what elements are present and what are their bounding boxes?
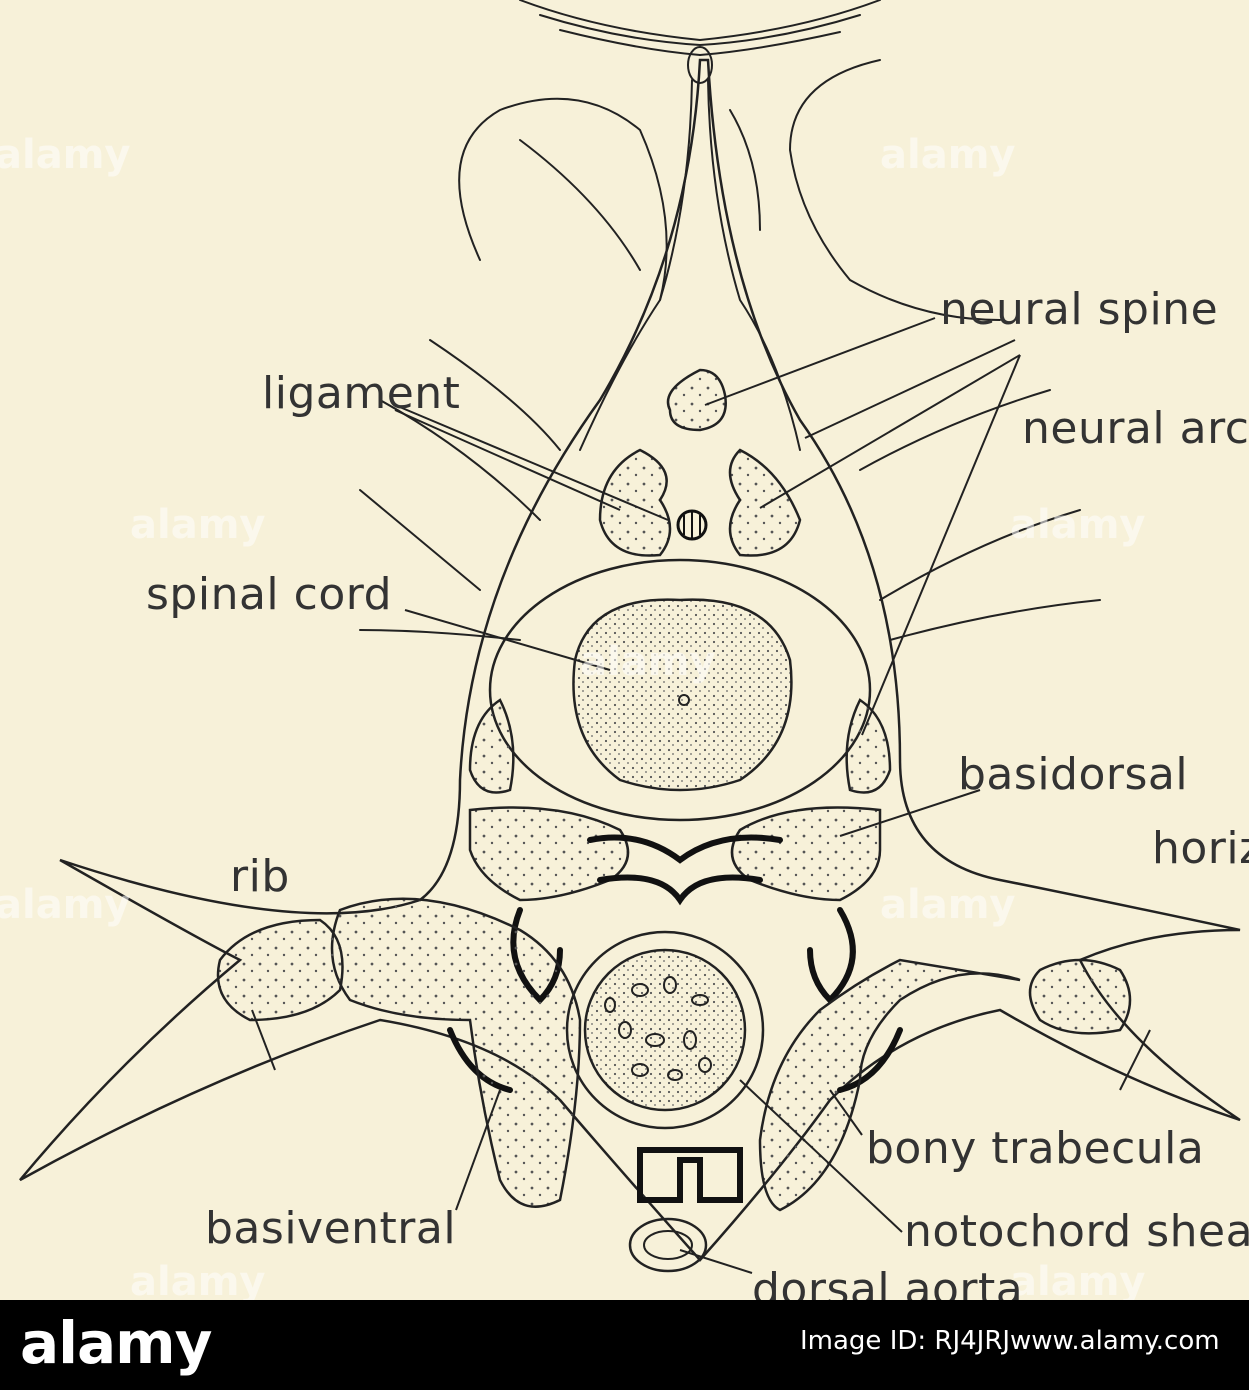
neural-arch-left: [598, 448, 672, 557]
watermark-bottom-left: alamy: [130, 1259, 266, 1300]
watermark-bottom-right: alamy: [1010, 1259, 1146, 1300]
label-dorsal-aorta: dorsal aorta: [752, 1264, 1024, 1301]
notochord-sheath: [565, 930, 765, 1130]
watermark-top-mid: alamy: [880, 132, 1016, 178]
label-neural-arch: neural arch: [1022, 403, 1249, 454]
neural-arch-right: [728, 448, 802, 557]
label-ligament: ligament: [262, 368, 461, 419]
neural-spine: [666, 368, 727, 432]
notochord: [583, 948, 747, 1112]
neural-arch-lower-left: [468, 698, 515, 794]
brand-name: alamy: [20, 1309, 212, 1377]
rib-left: [216, 918, 344, 1022]
label-basidorsal: basidorsal: [958, 749, 1189, 800]
label-bony-trabecula: bony trabecula: [866, 1123, 1205, 1174]
rib-right: [1028, 958, 1132, 1035]
watermark-mid-right: alamy: [1010, 502, 1146, 548]
watermark-lower-right: alamy: [880, 882, 1016, 928]
watermark-top-left: alamy: [0, 132, 131, 178]
watermark-mid-left: alamy: [130, 502, 266, 548]
watermark-lower-left: alamy: [0, 882, 131, 928]
myoseptum-arc-left: [458, 97, 668, 301]
basidorsal-right: [730, 806, 882, 902]
label-notochord-sheath: notochord shea: [904, 1206, 1249, 1257]
basiventral-right: [758, 958, 1021, 1212]
label-horiz: horiz: [1152, 823, 1249, 874]
septum-node: [687, 46, 713, 84]
neural-arch-lower-right: [845, 698, 892, 794]
vertebra-cross-section-figure: alamy alamy alamy alamy alamy alamy alam…: [0, 0, 1249, 1300]
stock-banner: alamy Image ID: RJ4JRJ www.alamy.com: [0, 1300, 1249, 1390]
watermark-center: alamy: [580, 639, 716, 685]
basiventral-left: [330, 897, 582, 1208]
label-neural-spine: neural spine: [940, 284, 1219, 335]
neural-canal: [488, 558, 872, 822]
alamy-logo-icon: [37, 1339, 39, 1341]
label-leader-lines: [251, 317, 1151, 1274]
label-basiventral: basiventral: [205, 1203, 457, 1254]
dorsal-aorta: [628, 1217, 708, 1273]
label-spinal-cord: spinal cord: [146, 569, 392, 620]
site-url: www.alamy.com: [1010, 1326, 1220, 1356]
dorsal-septum-fibers: [519, 0, 881, 42]
label-rib: rib: [230, 851, 290, 902]
basidorsal-left: [468, 806, 630, 902]
vertebra-drawing: [19, 0, 1241, 1274]
myoseptum-arc-right: [788, 59, 1001, 321]
image-id: Image ID: RJ4JRJ: [800, 1326, 1011, 1356]
